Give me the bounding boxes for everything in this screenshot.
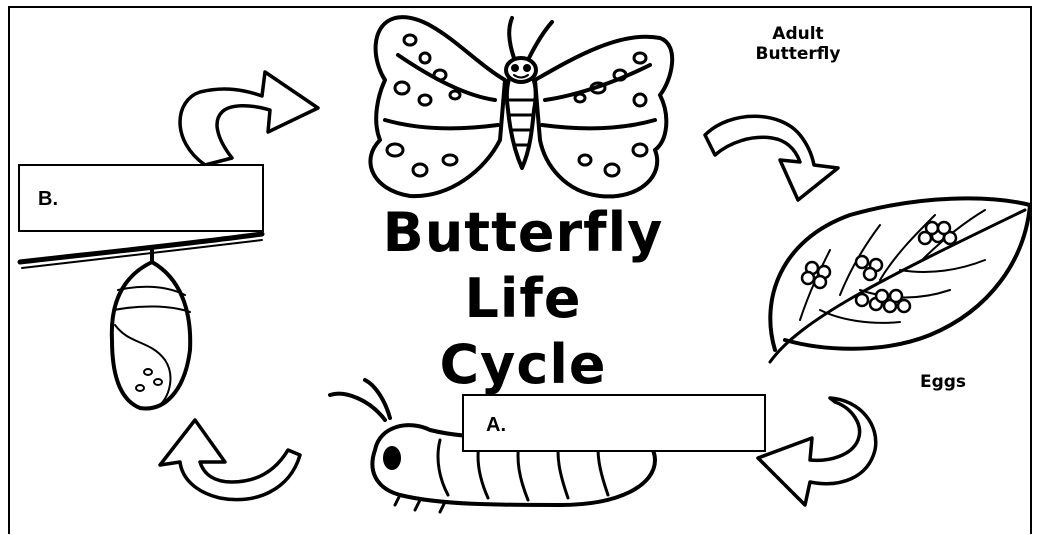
title-line-2: Life — [368, 266, 678, 332]
answer-box-a[interactable]: A. — [462, 394, 766, 452]
butterfly-icon — [370, 17, 672, 196]
cycle-arrow-icon — [705, 116, 838, 200]
adult-caption-line2: Butterfly — [738, 44, 858, 64]
answer-box-b-label: B. — [38, 188, 58, 210]
adult-butterfly-caption: Adult Butterfly — [738, 24, 858, 64]
eggs-caption: Eggs — [908, 372, 978, 392]
answer-box-b[interactable]: B. — [18, 164, 264, 232]
cycle-arrow-icon — [758, 398, 876, 505]
title-line-3: Cycle — [368, 332, 678, 398]
adult-caption-line1: Adult — [738, 24, 858, 44]
title-line-1: Butterfly — [368, 200, 678, 266]
cycle-arrow-icon — [180, 72, 318, 165]
chrysalis-icon — [20, 234, 262, 408]
answer-box-a-label: A. — [486, 414, 506, 436]
leaf-with-eggs-icon — [770, 198, 1030, 362]
cycle-arrow-icon — [160, 420, 300, 500]
diagram-title: Butterfly Life Cycle — [368, 200, 678, 398]
